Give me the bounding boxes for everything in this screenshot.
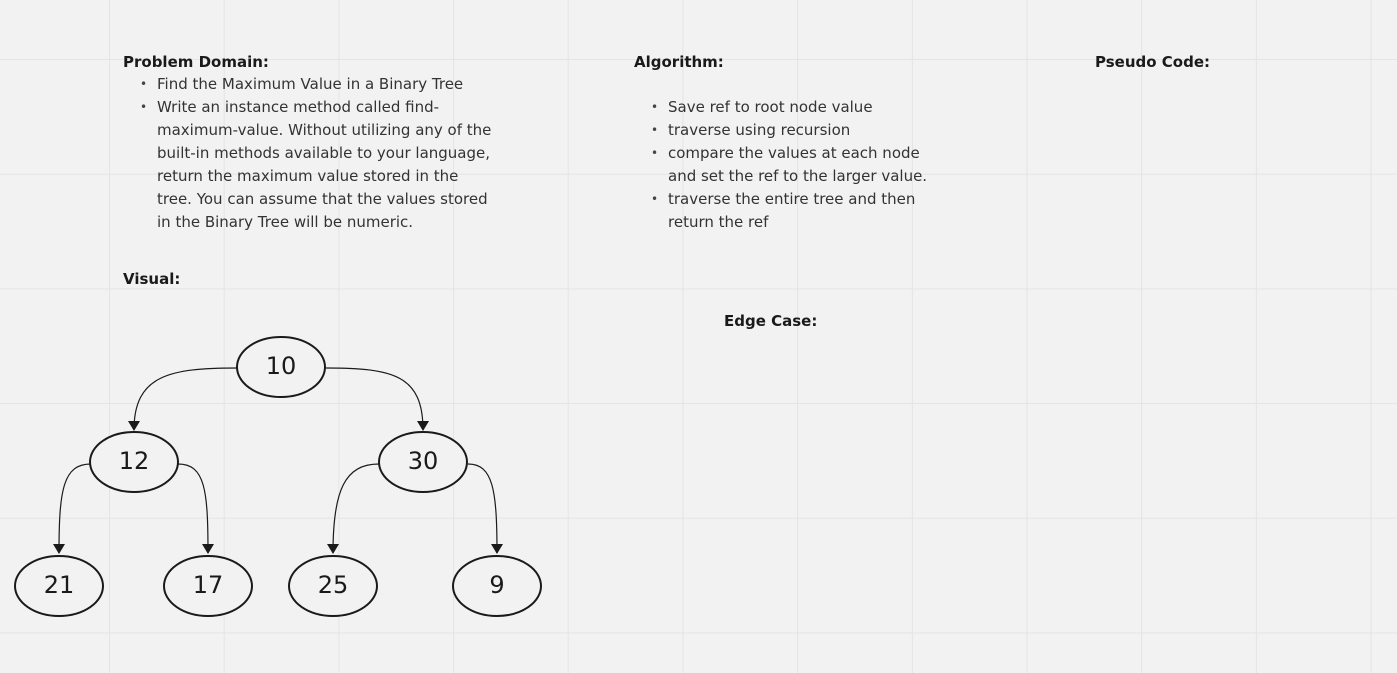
algorithm-list: Save ref to root node value traverse usi… — [634, 96, 932, 234]
edge-30-9 — [467, 463, 503, 554]
tree-node-root: 10 — [236, 336, 326, 398]
algorithm-bullet-1: Save ref to root node value — [634, 96, 932, 119]
edge-12-21 — [53, 463, 92, 554]
edge-30-25 — [327, 463, 380, 554]
tree-node-right-label: 30 — [408, 447, 439, 475]
visual-heading: Visual: — [123, 270, 181, 288]
algorithm-bullet-3: compare the values at each node and set … — [634, 142, 932, 188]
algorithm-bullet-4: traverse the entire tree and then return… — [634, 188, 932, 234]
tree-node-right-right: 9 — [452, 555, 542, 617]
tree-node-right-right-label: 9 — [489, 571, 504, 599]
tree-node-left-label: 12 — [119, 447, 150, 475]
edge-case-heading: Edge Case: — [724, 312, 818, 330]
tree-node-left-left-label: 21 — [44, 571, 75, 599]
tree-node-right: 30 — [378, 431, 468, 493]
problem-domain-bullet-1: Find the Maximum Value in a Binary Tree — [123, 73, 498, 96]
tree-node-root-label: 10 — [266, 352, 297, 380]
pseudo-code-heading: Pseudo Code: — [1095, 53, 1210, 71]
tree-node-right-left: 25 — [288, 555, 378, 617]
problem-domain-list: Find the Maximum Value in a Binary Tree … — [123, 73, 498, 234]
problem-domain-bullet-2: Write an instance method called find-max… — [123, 96, 498, 234]
problem-domain-heading: Problem Domain: — [123, 53, 269, 71]
algorithm-bullet-2: traverse using recursion — [634, 119, 932, 142]
tree-node-right-left-label: 25 — [318, 571, 349, 599]
edge-10-12 — [128, 367, 238, 431]
tree-node-left: 12 — [89, 431, 179, 493]
tree-node-left-right-label: 17 — [193, 571, 224, 599]
edge-12-17 — [177, 463, 214, 554]
tree-node-left-right: 17 — [163, 555, 253, 617]
algorithm-heading: Algorithm: — [634, 53, 724, 71]
tree-node-left-left: 21 — [14, 555, 104, 617]
edge-10-30 — [325, 367, 429, 431]
